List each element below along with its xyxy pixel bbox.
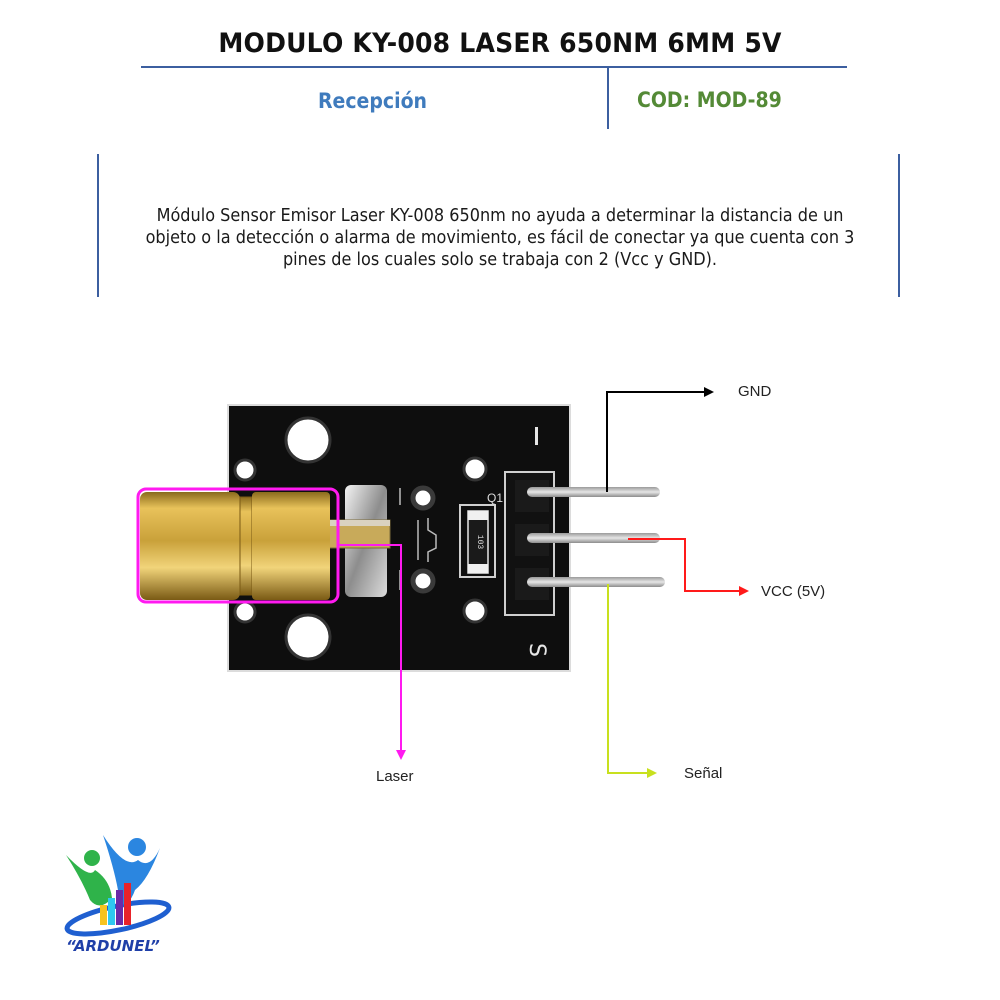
logo-text: “ARDUNEL” bbox=[66, 937, 160, 955]
minus-pin-mark bbox=[535, 427, 538, 445]
description-right-border bbox=[898, 154, 900, 297]
people-bar-chart-logo-icon bbox=[64, 835, 172, 937]
pcb-board: 103 Q1 S bbox=[227, 404, 571, 672]
pin-signal bbox=[527, 577, 665, 587]
pin-gnd bbox=[527, 487, 660, 497]
signal-pin-mark: S bbox=[524, 643, 549, 657]
section-label: Recepción bbox=[317, 89, 428, 113]
page-title: MODULO KY-008 LASER 650NM 6MM 5V bbox=[218, 28, 782, 59]
ardunel-logo: “ARDUNEL” bbox=[64, 835, 172, 955]
laser-callout-line bbox=[338, 544, 406, 760]
product-code: COD: MOD-89 bbox=[637, 88, 782, 112]
silkscreen-q1: Q1 bbox=[487, 491, 503, 505]
pin-vcc bbox=[527, 533, 660, 543]
resistor-code: 103 bbox=[475, 535, 484, 550]
vcc-callout-line bbox=[628, 538, 749, 596]
header-column-divider bbox=[607, 67, 609, 129]
laser-label: Laser bbox=[376, 768, 414, 785]
header-pins bbox=[527, 487, 665, 587]
gnd-callout-line bbox=[606, 387, 714, 492]
gnd-label: GND bbox=[738, 383, 772, 400]
header-divider bbox=[141, 66, 847, 68]
signal-callout-line bbox=[607, 584, 657, 778]
product-description: Módulo Sensor Emisor Laser KY-008 650nm … bbox=[145, 206, 855, 270]
description-left-border bbox=[97, 154, 99, 297]
vcc-label: VCC (5V) bbox=[761, 583, 826, 600]
signal-label: Señal bbox=[684, 765, 723, 782]
laser-diode bbox=[140, 485, 391, 600]
